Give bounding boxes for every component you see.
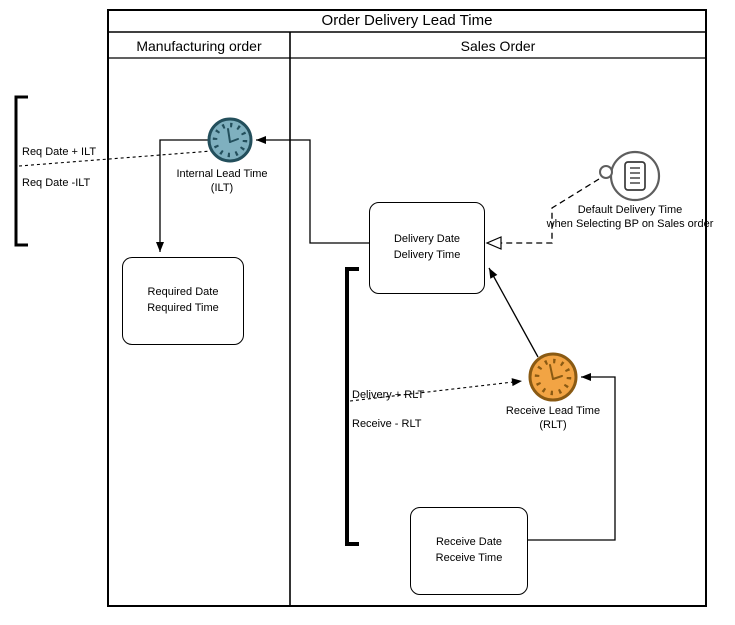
bracket-rlt-range [345,267,359,546]
document-sheet [624,161,646,191]
connector-rlt-to-delivery [488,267,539,358]
lane-label-manufacturing: Manufacturing order [136,38,262,54]
open-arrowhead-icon [485,236,502,250]
task-text-line: Receive Date [435,536,503,549]
pool-title: Order Delivery Lead Time [321,12,493,29]
connector-ilt-to-required [156,139,209,252]
label-line: (ILT) [210,182,234,195]
connector-delivery-to-ilt [256,136,369,244]
clock-ticks [212,122,248,158]
annotation-receive-minus-rlt: Receive - RLT [352,418,422,430]
annotation-req-minus-ilt: Req Date -ILT [22,177,91,189]
annotation-line-rlt [349,378,523,402]
required-date-task[interactable]: Required Date Required Time [122,257,244,345]
clock-hour-hand [229,138,239,143]
clock-minute-hand [227,128,231,143]
default-delivery-label: Default Delivery Time when Selecting BP … [530,203,730,232]
annotation-delivery-plus-rlt: Delivery + RLT [352,389,425,401]
task-text-line: Delivery Time [393,249,461,261]
delivery-date-task[interactable]: Delivery Date Delivery Time [369,202,485,294]
rlt-timer-clock-icon[interactable] [528,352,578,402]
task-text-line: Receive Time [435,552,503,564]
bracket-ilt-range [14,95,28,247]
task-text-line: Delivery Date [393,233,461,246]
ilt-timer-clock-icon[interactable] [207,117,253,163]
label-line: Default Delivery Time [577,204,683,216]
clock-minute-hand [549,364,554,380]
label-line: when Selecting BP on Sales order [546,218,714,231]
clock-ticks [534,358,572,396]
label-line: Internal Lead Time [176,168,268,180]
rlt-clock-label: Receive Lead Time (RLT) [493,404,613,433]
receive-date-task[interactable]: Receive Date Receive Time [410,507,528,595]
label-line: (RLT) [539,419,567,432]
connector-receive-to-rlt [528,373,616,541]
ilt-clock-label: Internal Lead Time (ILT) [158,167,286,196]
lane-label-sales: Sales Order [460,38,536,54]
label-line: Receive Lead Time [505,405,601,417]
annotation-line-req [18,150,213,167]
task-text-line: Required Time [147,302,219,314]
annotation-req-plus-ilt: Req Date + ILT [22,146,97,158]
clock-hour-hand [552,375,563,380]
connector-default-to-delivery [501,178,600,244]
task-text-line: Required Date [147,286,219,299]
link-dot-icon [599,165,613,179]
default-delivery-document-icon[interactable] [599,150,661,202]
